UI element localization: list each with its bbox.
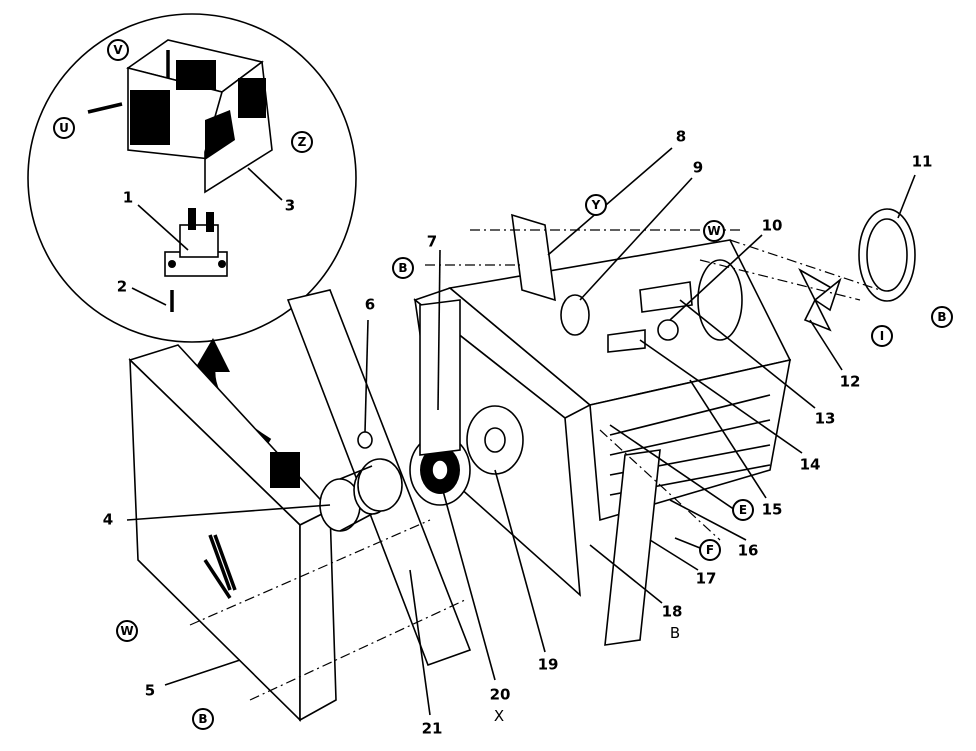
- detail-arrow-head: [193, 338, 230, 372]
- label-13: 13: [814, 409, 836, 428]
- grille: [858, 208, 916, 302]
- sub-label-20: X: [493, 707, 505, 725]
- label-15: 15: [761, 500, 783, 519]
- callout-z: Z: [291, 131, 313, 153]
- label-7: 7: [426, 232, 438, 251]
- bracket-7: [419, 299, 461, 456]
- label-21: 21: [421, 719, 443, 738]
- side-cover: [128, 344, 337, 722]
- plate-13: [639, 281, 693, 313]
- callout-w-top: W: [703, 220, 725, 242]
- leader-lines: [126, 147, 916, 716]
- part-6: [357, 431, 373, 449]
- part-9: [560, 294, 590, 336]
- callout-i: I: [871, 325, 893, 347]
- fan-blade: [798, 267, 842, 332]
- label-3: 3: [284, 196, 296, 215]
- callout-w-bottom: W: [116, 620, 138, 642]
- callout-y: Y: [585, 194, 607, 216]
- detail-circle: [27, 13, 357, 343]
- label-8: 8: [675, 127, 687, 146]
- part-10: [657, 319, 679, 341]
- motor: [319, 458, 403, 532]
- screw-u: [87, 102, 123, 114]
- label-20: 20: [489, 685, 511, 704]
- callout-b-right: B: [931, 306, 953, 328]
- callout-v: V: [107, 39, 129, 61]
- label-2: 2: [116, 277, 128, 296]
- label-4: 4: [102, 510, 114, 529]
- callout-e: E: [732, 499, 754, 521]
- label-1: 1: [122, 188, 134, 207]
- limit-control: [511, 213, 556, 302]
- callout-b-left: B: [392, 257, 414, 279]
- label-19: 19: [537, 655, 559, 674]
- label-18: 18: [661, 602, 683, 621]
- relay: [164, 208, 228, 277]
- main-chamber: [413, 239, 792, 597]
- label-10: 10: [761, 216, 783, 235]
- sub-label-18: B: [669, 624, 681, 642]
- label-11: 11: [911, 152, 933, 171]
- callout-u: U: [53, 117, 75, 139]
- label-6: 6: [364, 295, 376, 314]
- plate-14: [607, 329, 646, 353]
- label-5: 5: [144, 681, 156, 700]
- callout-b-bottom: B: [192, 708, 214, 730]
- label-14: 14: [799, 455, 821, 474]
- label-9: 9: [692, 158, 704, 177]
- label-17: 17: [695, 569, 717, 588]
- callout-f: F: [699, 539, 721, 561]
- label-16: 16: [737, 541, 759, 560]
- label-12: 12: [839, 372, 861, 391]
- relay-box: [126, 39, 273, 194]
